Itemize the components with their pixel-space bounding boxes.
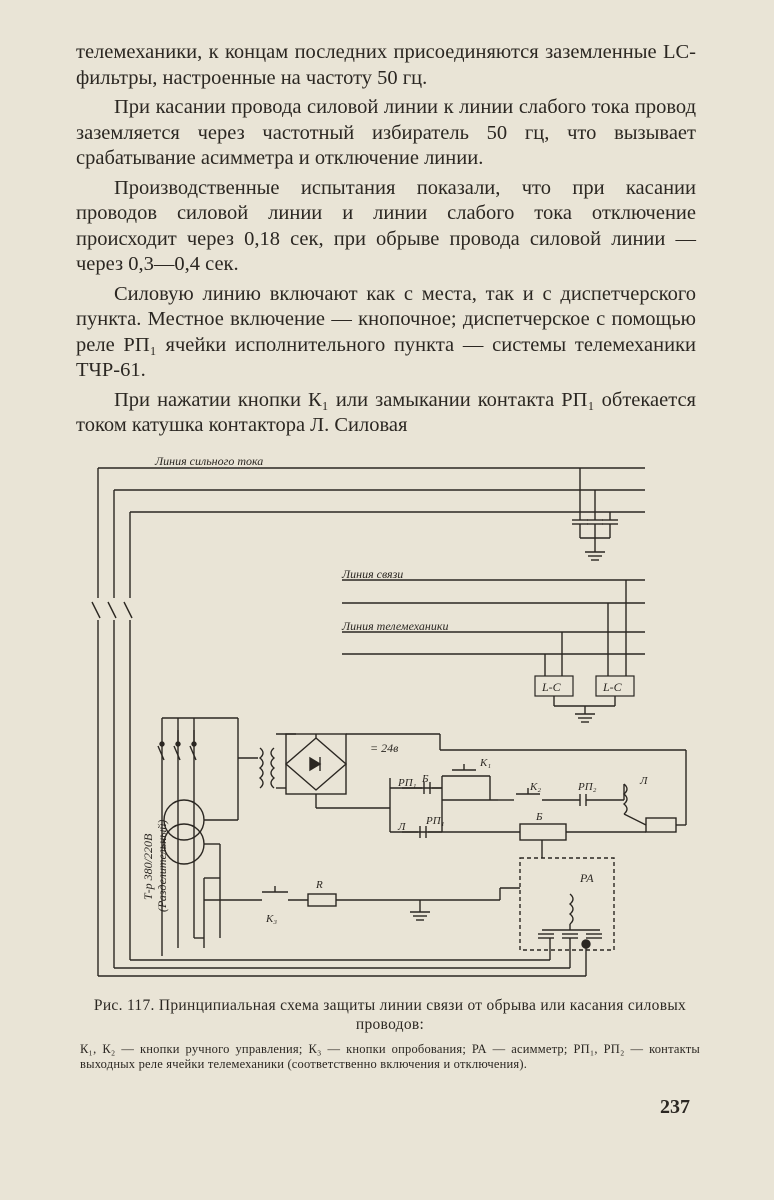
power-line-label: Линия сильного тока: [154, 454, 263, 468]
main-switch: [91, 468, 133, 976]
comm-line-label: Линия связи: [341, 567, 403, 581]
power-line: Линия сильного тока: [98, 454, 645, 513]
control-bus: [157, 717, 238, 956]
paragraph-1: телемеханики, к концам последних присоед…: [76, 41, 696, 89]
test-circuit: К₃ R: [204, 879, 520, 925]
transformer-label-1: Т-р 380/220В: [141, 833, 155, 900]
transformer-label-2: (Разделительный): [155, 820, 169, 912]
page-number: 237: [660, 1096, 690, 1118]
paragraph-3: Производственные испытания показали, что…: [76, 176, 696, 276]
k1-label: К₁: [479, 757, 491, 769]
body-text: телемеханики, к концам последних присоед…: [76, 40, 696, 443]
k3-label: К₃: [265, 913, 277, 925]
lc-filter-1-label: L-C: [541, 680, 562, 694]
rp2-label: РП₂: [577, 781, 597, 793]
rectifier: = 24в: [237, 718, 687, 820]
paragraph-2: При касании провода силовой линии к лини…: [76, 96, 696, 169]
voltage-label: = 24в: [370, 741, 398, 755]
circuit-diagram: Линия сильного тока: [91, 454, 687, 977]
paragraph-4: Силовую линию включают как с места, так …: [76, 282, 696, 382]
isolation-transformer: Т-р 380/220В (Разделительный): [141, 799, 238, 912]
rp1-label-b: РП₁: [425, 815, 445, 827]
return-wires: [98, 877, 587, 977]
paragraph-5: При нажатии кнопки К₁ или замыкании конт…: [76, 388, 696, 437]
rp1-label-a: РП₁: [397, 777, 417, 789]
b-label-2: Б: [535, 811, 543, 823]
lc-filter-2-label: L-C: [602, 680, 623, 694]
figure-caption: Рис. 117. Принципиальная схема защиты ли…: [93, 997, 687, 1033]
k2-label: К₂: [529, 781, 541, 793]
capacitor-bank: [572, 468, 618, 561]
telemech-line-label: Линия телемеханики: [341, 619, 448, 633]
r-label: R: [315, 879, 323, 891]
b-label-1: Б: [421, 773, 429, 785]
control-ladder: К₁ РП₁ Б Л РП₁ К₂: [389, 757, 687, 858]
asymmeter-ra: РА: [519, 857, 615, 951]
ra-label: РА: [579, 871, 594, 885]
weak-current-lines: Линия связи Линия телемеханики L-C L-C: [341, 567, 645, 723]
l-label-2: Л: [639, 775, 648, 787]
figure-legend: К₁, К₂ — кнопки ручного управления; К₃ —…: [80, 1042, 700, 1071]
l-label-1: Л: [397, 821, 406, 833]
